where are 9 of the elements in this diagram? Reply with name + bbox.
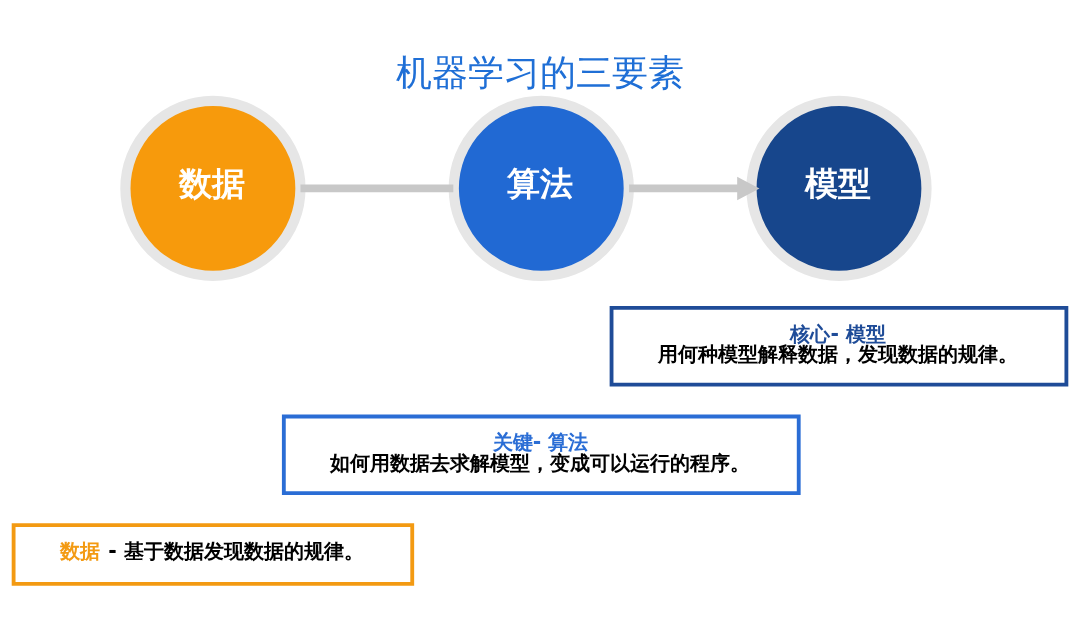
node-circle: 数据: [120, 95, 306, 282]
arrow: [629, 176, 760, 201]
node-box: 数据 - 基于数据发现数据的规律。: [11, 523, 415, 586]
node-circle: 算法: [448, 95, 634, 282]
node-box: 核心- 模型 用何种模型解释数据，发现数据的规律。: [609, 306, 1069, 387]
connector: [300, 184, 454, 193]
node-box: 关键- 算法 如何用数据去求解模型，变成可以运行的程序。: [281, 414, 801, 496]
diagram-title: 机器学习的三要素: [396, 52, 684, 93]
node-circle: 模型: [746, 95, 932, 282]
